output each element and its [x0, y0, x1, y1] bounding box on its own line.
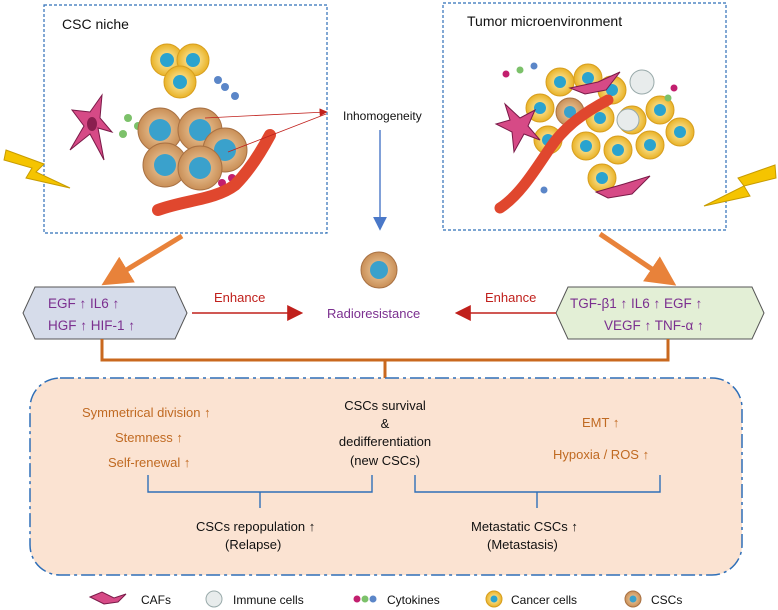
csc-survival-line4: (new CSCs): [350, 453, 420, 468]
metastatic-cscs: Metastatic CSCs ↑: [471, 519, 578, 534]
csc-icon: [360, 251, 398, 289]
metastasis: (Metastasis): [487, 537, 558, 552]
left-factors-box: EGF ↑ IL6 ↑ HGF ↑ HIF-1 ↑: [22, 286, 188, 340]
stemness: Stemness ↑: [115, 430, 183, 445]
cancer-cell-icon: [163, 65, 197, 99]
legend-immune: Immune cells: [233, 593, 304, 607]
csc-survival-line3: dedifferentiation: [339, 434, 431, 449]
inhomogeneity-label: Inhomogeneity: [343, 109, 422, 123]
enhance-right-label: Enhance: [485, 290, 536, 305]
csc-survival-line1: CSCs survival: [344, 398, 426, 413]
immune-cell-icon: [616, 69, 655, 132]
tumor-microenvironment-panel: Tumor microenvironment: [442, 2, 777, 231]
cytokine-icon: [502, 62, 678, 194]
caf-icon: [69, 93, 114, 161]
legend-cytokines: Cytokines: [387, 593, 440, 607]
relapse: (Relapse): [225, 537, 281, 552]
caf-icon: [88, 591, 127, 605]
legend: CAFs Immune cells Cytokines Cancer cells…: [88, 590, 682, 608]
legend-cscs: CSCs: [651, 593, 682, 607]
legend-cafs: CAFs: [141, 593, 171, 607]
left-factors-line2: HGF ↑ HIF-1 ↑: [48, 318, 135, 333]
csc-repopulation: CSCs repopulation ↑: [196, 519, 315, 534]
left-factors-line1: EGF ↑ IL6 ↑: [48, 296, 119, 311]
enhance-left-label: Enhance: [214, 290, 265, 305]
right-factors-box: TGF-β1 ↑ IL6 ↑ EGF ↑ VEGF ↑ TNF-α ↑: [555, 286, 765, 340]
metastasis-bracket: [414, 475, 661, 508]
right-factors-line2: VEGF ↑ TNF-α ↑: [604, 318, 704, 333]
csc-niche-panel: CSC niche: [3, 4, 328, 234]
hypoxia-ros: Hypoxia / ROS ↑: [553, 447, 649, 462]
legend-cancer: Cancer cells: [511, 593, 577, 607]
outcome-panel: [29, 377, 743, 576]
caf-icon: [494, 71, 651, 199]
blood-vessel-icon: [152, 129, 276, 216]
right-factors-line1: TGF-β1 ↑ IL6 ↑ EGF ↑: [570, 296, 702, 311]
cytokine-icon: [353, 595, 377, 603]
csc-cluster: [137, 107, 248, 191]
tme-title: Tumor microenvironment: [467, 13, 622, 29]
symmetrical-division: Symmetrical division ↑: [82, 405, 211, 420]
cancer-cell-icon: [485, 590, 503, 608]
lightning-icon: [703, 164, 777, 207]
csc-niche-title: CSC niche: [62, 16, 129, 32]
self-renewal: Self-renewal ↑: [108, 455, 190, 470]
blood-vessel-icon: [494, 94, 614, 214]
csc-icon: [624, 590, 642, 608]
emt: EMT ↑: [582, 415, 619, 430]
csc-survival-line2: &: [381, 416, 390, 431]
merge-bracket: [100, 339, 670, 378]
repopulation-bracket: [147, 475, 373, 508]
radioresistance-label: Radioresistance: [327, 306, 420, 321]
lightning-icon: [3, 149, 71, 189]
immune-cell-icon: [205, 590, 223, 608]
